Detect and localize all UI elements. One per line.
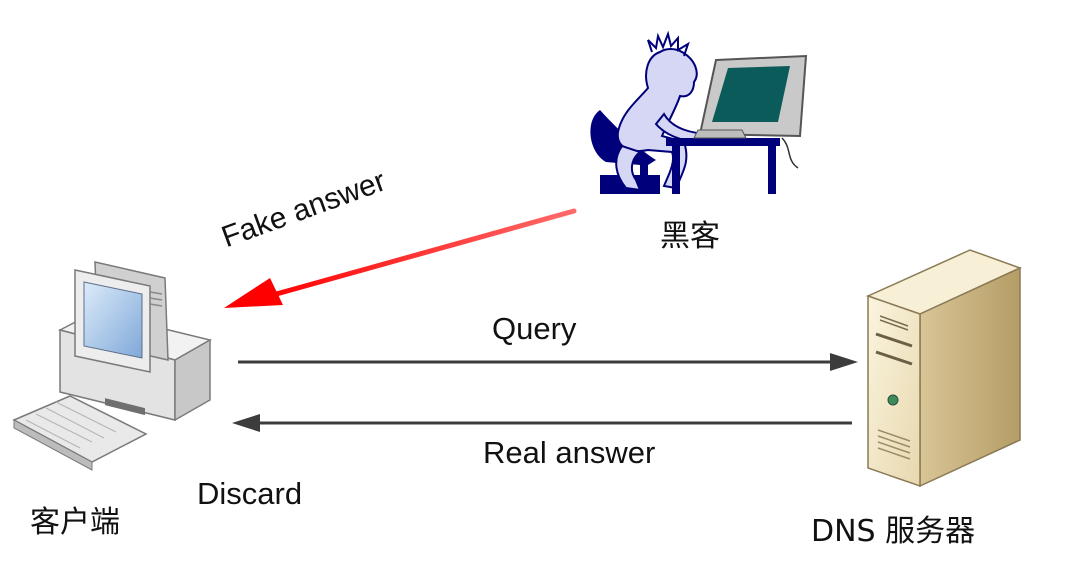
- fake-answer-arrow: [224, 208, 577, 308]
- server-tower-icon: [865, 249, 1022, 488]
- desktop-computer-icon: [12, 261, 213, 471]
- real-answer-label: Real answer: [483, 435, 656, 470]
- discard-label: Discard: [197, 476, 303, 511]
- query-arrow: [238, 353, 858, 371]
- hacker-label: 黑客: [660, 219, 720, 254]
- client-label: 客户端: [30, 505, 120, 540]
- real-answer-arrow: [232, 414, 852, 432]
- dns-server-label: DNS 服务器: [811, 514, 976, 549]
- query-label: Query: [492, 311, 577, 346]
- hacker-at-desk-icon: [590, 30, 808, 194]
